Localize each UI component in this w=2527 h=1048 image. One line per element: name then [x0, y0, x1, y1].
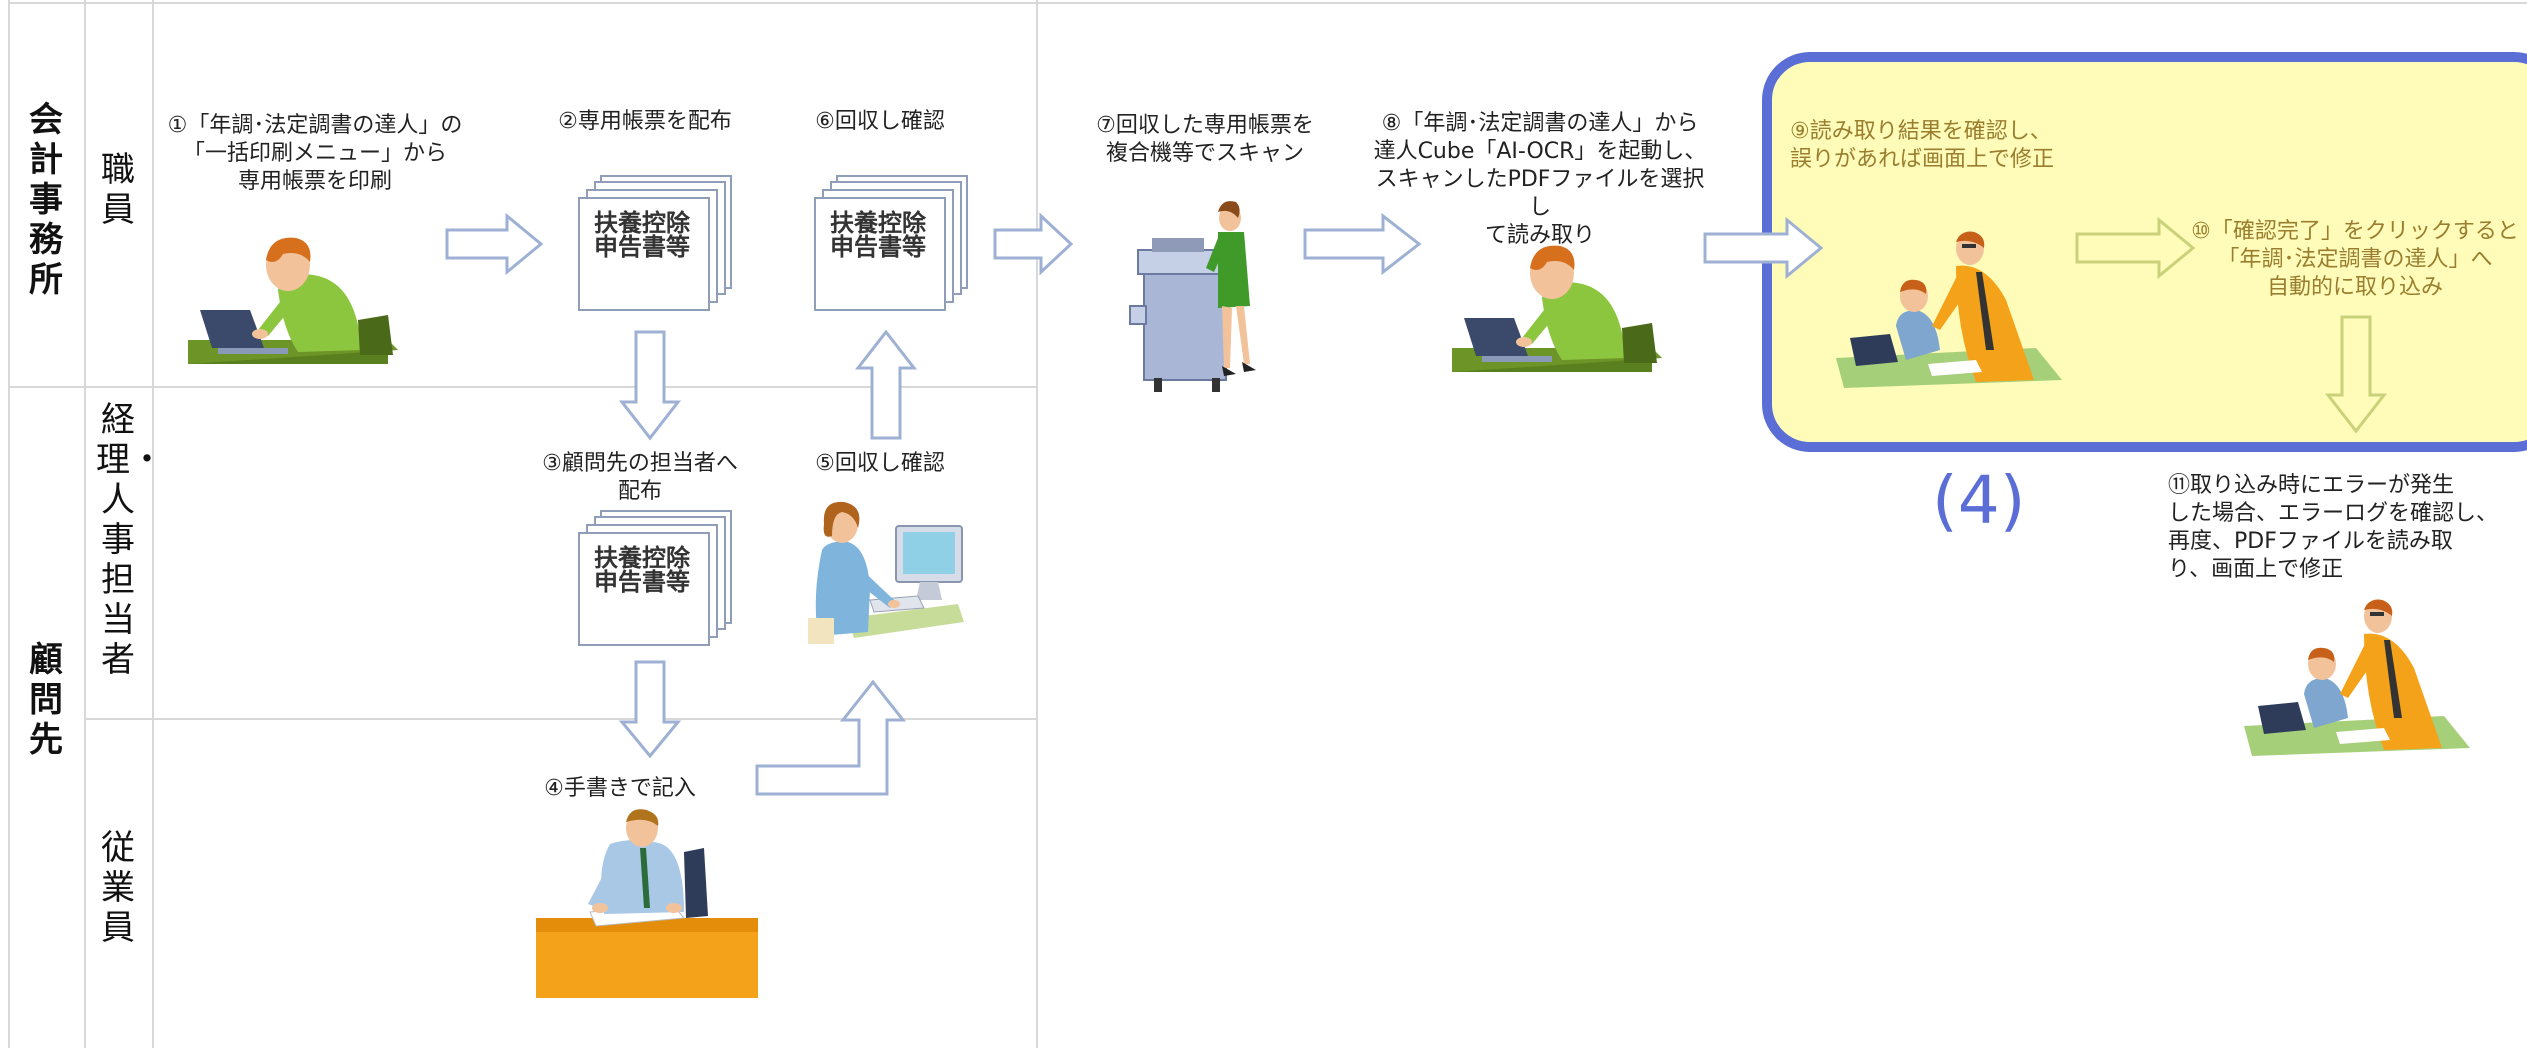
document-stack-6: 扶養控除申告書等 [814, 175, 968, 311]
lane-label-employee: 従業員 [101, 828, 135, 948]
step-10-text: ⑩「確認完了」をクリックすると 「年調･法定調書の達人」へ 自動的に取り込み [2191, 219, 2519, 300]
step-5-text: ⑤回収し確認 [815, 451, 945, 476]
arrow-step9-to-10 [2075, 216, 2196, 280]
step-6-text: ⑥回収し確認 [815, 109, 945, 134]
lane-label-hr: 経理・人事担当者 [96, 400, 164, 680]
document-label: 扶養控除申告書等 [594, 544, 690, 596]
arrow-step6-to-7 [993, 212, 1074, 276]
arrow-step10-to-11 [2324, 315, 2388, 434]
lane-label-office: 会計事務所 [29, 100, 63, 300]
arrow-step4-to-5 [755, 679, 907, 796]
step-4-text: ④手書きで記入 [544, 776, 696, 801]
document-stack-3: 扶養控除申告書等 [578, 510, 732, 646]
arrow-step7-to-8 [1303, 212, 1422, 276]
arrow-step8-to-9 [1703, 216, 1824, 280]
lane-divider-role [152, 0, 154, 1048]
step-7-text: ⑦回収した専用帳票を 複合機等でスキャン [1096, 113, 1314, 166]
arrow-step5-to-6 [854, 329, 918, 440]
lane-divider-office-client [8, 386, 1038, 388]
step-8-text: ⑧「年調･法定調書の達人」から 達人Cube「AI-OCR」を起動し、 スキャン… [1373, 111, 1707, 248]
step-1-text: ①「年調･法定調書の達人」の 「一括印刷メニュー」から 専用帳票を印刷 [167, 113, 463, 194]
lane-border-left [8, 0, 10, 1048]
lane-divider-right [1036, 0, 1038, 1048]
man-writing-icon [536, 809, 758, 998]
lane-divider-hr-employee [84, 718, 1038, 720]
arrow-step1-to-2 [445, 212, 544, 276]
arrow-step2-to-3 [618, 330, 682, 441]
woman-at-computer-icon [808, 501, 964, 644]
person-at-laptop-icon [1452, 245, 1662, 372]
two-people-at-laptop-icon [2244, 599, 2470, 756]
document-label: 扶養控除申告書等 [594, 209, 690, 261]
step-11-text: ⑪取り込み時にエラーが発生 した場合、エラーログを確認し、 再度、PDFファイル… [2168, 473, 2499, 582]
document-label: 扶養控除申告書等 [830, 209, 926, 261]
lane-divider-org [84, 0, 86, 1048]
lane-label-client: 顧問先 [29, 640, 63, 760]
section-marker: (4) [1932, 462, 2026, 539]
step-3-text: ③顧問先の担当者へ 配布 [542, 451, 738, 504]
lane-border-top [8, 2, 2527, 4]
copier-operator-icon [1129, 201, 1256, 392]
document-stack-2: 扶養控除申告書等 [578, 175, 732, 311]
two-people-at-laptop-icon [1836, 231, 2062, 388]
arrow-step3-to-4 [618, 660, 682, 759]
step-2-text: ②専用帳票を配布 [558, 109, 732, 134]
lane-label-staff: 職員 [101, 150, 135, 230]
step-9-text: ⑨読み取り結果を確認し、 誤りがあれば画面上で修正 [1790, 119, 2055, 172]
person-at-laptop-icon [188, 237, 398, 364]
